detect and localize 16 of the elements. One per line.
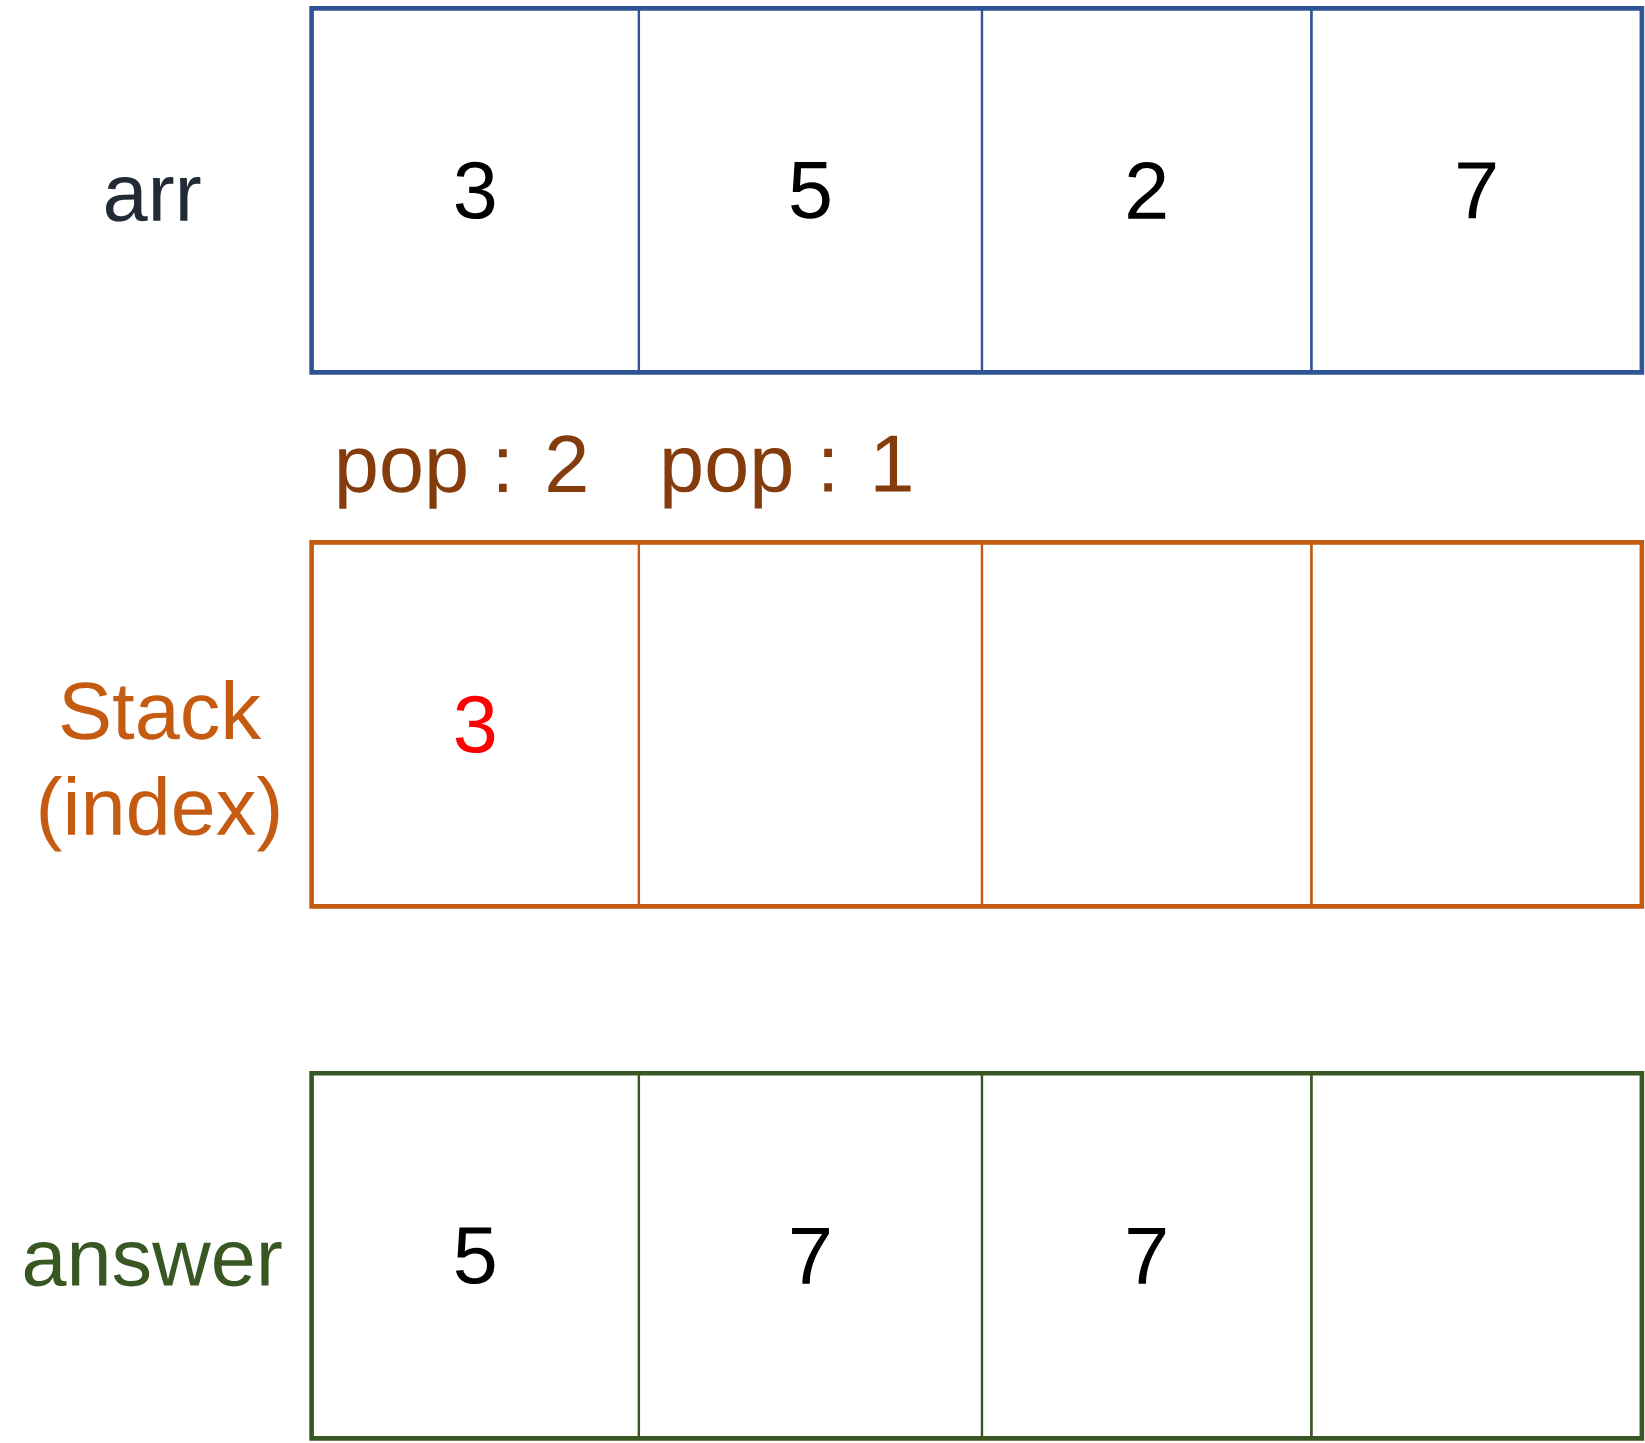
node-label: 3 <box>455 695 495 754</box>
row-label: arr <box>106 177 201 222</box>
pop-note: pop : 2 <box>339 435 586 510</box>
row-label: Stack (index) <box>40 680 279 852</box>
array-row <box>309 540 1645 909</box>
array-cell: 7 <box>637 1072 984 1440</box>
array-row <box>309 6 1645 375</box>
row-label: answer <box>24 1242 282 1287</box>
array-cell: 2 <box>980 7 1313 374</box>
node-label: 3 <box>455 161 495 220</box>
node-label: 5 <box>455 1227 495 1285</box>
array-cell: 5 <box>637 7 984 374</box>
pop-note: pop : 1 <box>664 436 911 509</box>
array-cell: 7 <box>1310 7 1643 374</box>
array-cell: 7 <box>980 1072 1313 1440</box>
array-row <box>309 1071 1645 1441</box>
